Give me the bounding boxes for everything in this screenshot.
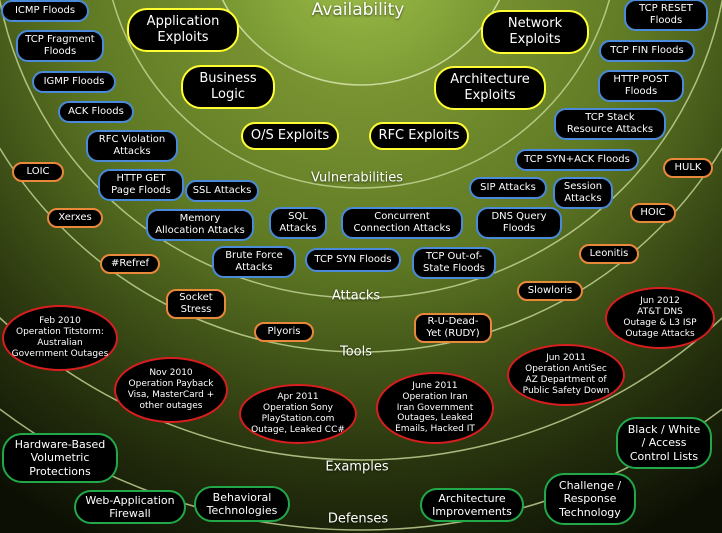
node-memory-allocation-attacks: Memory Allocation Attacks — [146, 209, 254, 241]
node-http-post-floods: HTTP POST Floods — [598, 70, 684, 102]
layer-label-attacks: Attacks — [331, 288, 381, 304]
node-defense-web-application-firewall: Web-Application Firewall — [74, 490, 186, 524]
node-tcp-fragment-floods: TCP Fragment Floods — [16, 30, 104, 62]
node-refref: #Refref — [100, 254, 160, 274]
node-example-payback: Nov 2010 Operation Payback Visa, MasterC… — [114, 357, 228, 423]
node-ack-floods: ACK Floods — [58, 101, 134, 123]
node-example-antisec: Jun 2011 Operation AntiSec AZ Department… — [507, 344, 625, 406]
node-leonitis: Leonitis — [579, 244, 639, 264]
node-socket-stress: Socket Stress — [166, 289, 226, 319]
node-igmp-floods: IGMP Floods — [32, 71, 116, 93]
node-tcp-syn-ack-floods: TCP SYN+ACK Floods — [515, 149, 639, 171]
node-business-logic: Business Logic — [181, 65, 275, 109]
ring-vulnerabilities — [111, 0, 611, 189]
node-sip-attacks: SIP Attacks — [469, 177, 547, 199]
node-defense-behavioral-technologies: Behavioral Technologies — [194, 486, 290, 522]
node-hoic: HOIC — [630, 203, 676, 223]
ring-attacks — [0, 0, 722, 299]
node-concurrent-connection-attacks: Concurrent Connection Attacks — [341, 207, 463, 239]
layer-label-vulnerabilities: Vulnerabilities — [311, 170, 403, 186]
node-loic: LOIC — [12, 162, 64, 182]
layer-label-availability: Availability — [311, 0, 405, 20]
node-sql-attacks: SQL Attacks — [269, 207, 327, 239]
node-defense-architecture-improvements: Architecture Improvements — [420, 488, 524, 522]
node-icmp-floods: ICMP Floods — [1, 0, 89, 22]
layer-label-examples: Examples — [325, 459, 389, 475]
node-ssl-attacks: SSL Attacks — [185, 180, 259, 202]
node-defense-challenge-response: Challenge / Response Technology — [544, 473, 636, 525]
layer-label-defenses: Defenses — [327, 511, 389, 527]
node-architecture-exploits: Architecture Exploits — [434, 66, 546, 110]
node-slowloris: Slowloris — [517, 281, 583, 301]
ring-availability — [221, 0, 501, 86]
node-plyoris: Plyoris — [254, 322, 314, 342]
node-session-attacks: Session Attacks — [553, 177, 613, 209]
node-example-sony: Apr 2011 Operation Sony PlayStation.com … — [239, 384, 357, 444]
node-example-titstorm: Feb 2010 Operation Titstorm: Australian … — [2, 305, 118, 371]
node-tcp-stack-resource-attacks: TCP Stack Resource Attacks — [554, 108, 666, 140]
node-hulk: HULK — [663, 158, 713, 178]
node-example-iran: June 2011 Operation Iran Iran Government… — [376, 372, 494, 444]
node-rfc-exploits: RFC Exploits — [369, 122, 469, 150]
node-tcp-syn-floods: TCP SYN Floods — [305, 248, 401, 272]
node-tcp-fin-floods: TCP FIN Floods — [599, 40, 695, 62]
node-network-exploits: Network Exploits — [481, 10, 589, 54]
node-tcp-out-of-state-floods: TCP Out-of- State Floods — [412, 247, 496, 279]
node-brute-force-attacks: Brute Force Attacks — [212, 246, 296, 278]
node-rfc-violation-attacks: RFC Violation Attacks — [86, 130, 178, 162]
node-application-exploits: Application Exploits — [127, 8, 239, 52]
node-tcp-reset-floods: TCP RESET Floods — [624, 0, 708, 31]
node-example-att: Jun 2012 AT&T DNS Outage & L3 ISP Outage… — [605, 287, 715, 349]
ring-tools — [0, 146, 722, 353]
node-defense-access-control-lists: Black / White / Access Control Lists — [616, 417, 712, 469]
node-os-exploits: O/S Exploits — [241, 122, 339, 150]
node-xerxes: Xerxes — [47, 208, 103, 228]
node-rudy: R-U-Dead- Yet (RUDY) — [414, 313, 492, 343]
node-http-get-page-floods: HTTP GET Page Floods — [98, 169, 184, 201]
layer-label-tools: Tools — [339, 344, 373, 360]
ring-examples — [0, 316, 722, 461]
node-defense-hardware-based: Hardware-Based Volumetric Protections — [2, 433, 118, 483]
node-dns-query-floods: DNS Query Floods — [476, 207, 562, 239]
